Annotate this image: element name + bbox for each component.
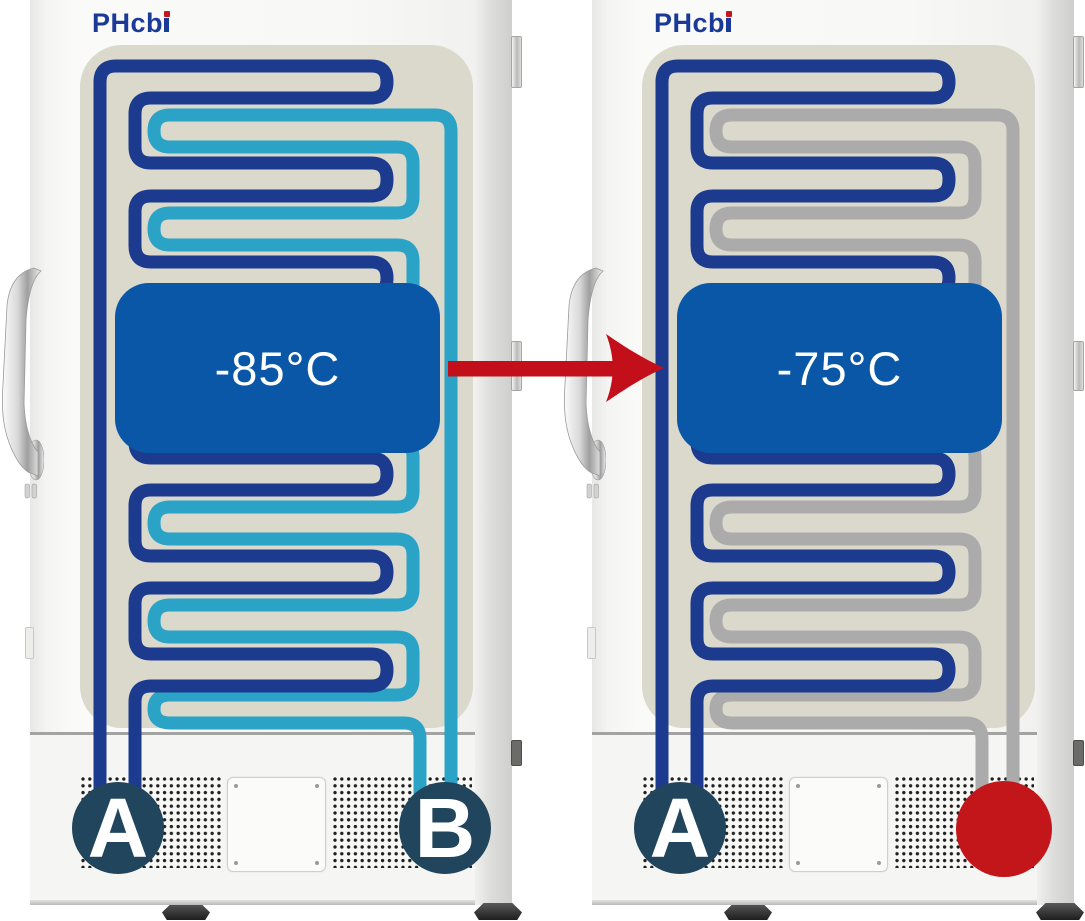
door-handle-icon bbox=[2, 267, 44, 499]
access-panel bbox=[789, 777, 888, 872]
hinge-bottom-icon bbox=[1073, 740, 1084, 766]
circuit-b-badge: B bbox=[399, 782, 491, 874]
circuit-a-badge: A bbox=[72, 782, 164, 874]
phcbi-logo: PHcb bbox=[654, 8, 732, 40]
screw-icon bbox=[796, 784, 800, 788]
door-seam bbox=[592, 732, 1037, 735]
temperature-label: -85°C bbox=[214, 341, 341, 395]
cabinet-side bbox=[475, 0, 512, 905]
screw-icon bbox=[234, 784, 238, 788]
logo-letter-i bbox=[163, 11, 170, 32]
temperature-label: -75°C bbox=[776, 341, 903, 395]
circuit-b-label: B bbox=[414, 781, 476, 875]
hinge-top-icon bbox=[511, 36, 522, 88]
screw-icon bbox=[315, 784, 319, 788]
screw-icon bbox=[877, 784, 881, 788]
temperature-badge: -85°C bbox=[115, 283, 440, 453]
hinge-top-icon bbox=[1073, 36, 1084, 88]
screw-icon bbox=[796, 861, 800, 865]
circuit-b-failure-badge bbox=[956, 781, 1052, 877]
cabinet-bottom-edge bbox=[592, 900, 1037, 905]
logo-letter-i bbox=[725, 11, 732, 32]
logo-i-dot bbox=[164, 11, 170, 17]
screw-icon bbox=[315, 861, 319, 865]
screw-icon bbox=[234, 861, 238, 865]
caster-foot bbox=[1036, 903, 1084, 920]
circuit-a-label: A bbox=[87, 781, 149, 875]
arrow-shaft bbox=[448, 361, 613, 377]
screw-icon bbox=[877, 861, 881, 865]
cabinet-bottom-edge bbox=[30, 900, 475, 905]
hinge-middle-icon bbox=[1073, 341, 1084, 391]
logo-i-dot bbox=[726, 11, 732, 17]
transition-arrow bbox=[448, 334, 664, 402]
logo-text: PHcb bbox=[654, 8, 726, 38]
temperature-badge: -75°C bbox=[677, 283, 1002, 453]
access-panel bbox=[227, 777, 326, 872]
logo-text: PHcb bbox=[92, 8, 164, 38]
door-seam bbox=[30, 732, 475, 735]
circuit-a-badge: A bbox=[634, 782, 726, 874]
door-lock-tab bbox=[587, 627, 596, 659]
freezer-left: -85°C A B PHcb bbox=[2, 0, 526, 921]
hinge-bottom-icon bbox=[511, 740, 522, 766]
door-lock-tab bbox=[25, 627, 34, 659]
phcbi-logo: PHcb bbox=[92, 8, 170, 40]
caster-foot bbox=[162, 903, 210, 920]
caster-foot bbox=[474, 903, 522, 920]
circuit-a-label: A bbox=[649, 781, 711, 875]
caster-foot bbox=[724, 903, 772, 920]
freezer-right: -75°C A PHcb bbox=[564, 0, 1085, 921]
cabinet-side bbox=[1037, 0, 1074, 905]
arrow-head bbox=[606, 334, 664, 402]
